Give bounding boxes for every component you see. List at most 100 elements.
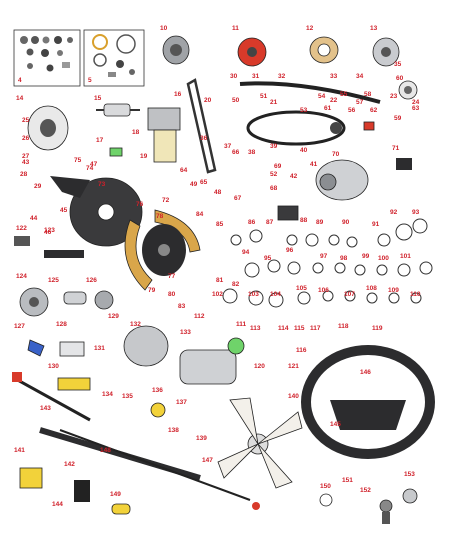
callout-103: 103	[248, 291, 259, 298]
kit-4-label: 4	[18, 77, 22, 84]
callout-10: 10	[160, 25, 168, 32]
yellow-battery-terminal[interactable]	[19, 467, 43, 489]
callout-65: 65	[200, 179, 208, 186]
callout-40: 40	[300, 147, 308, 154]
callout-49: 49	[190, 181, 198, 188]
gasket-plate[interactable]	[59, 341, 85, 357]
callout-82: 82	[232, 281, 240, 288]
green-connector[interactable]	[109, 147, 123, 157]
brake-pad[interactable]	[44, 250, 84, 258]
kit-5-parts	[92, 34, 136, 77]
callout-133: 133	[180, 329, 191, 336]
callout-137: 137	[176, 399, 187, 406]
fuel-water-separator[interactable]	[147, 107, 181, 163]
callout-24: 24	[412, 99, 420, 106]
callout-94: 94	[242, 249, 250, 256]
callout-70: 70	[332, 151, 340, 158]
serpentine-belt[interactable]	[246, 110, 346, 146]
callout-13: 13	[370, 25, 378, 32]
callout-149: 149	[110, 491, 121, 498]
callout-122: 122	[16, 225, 27, 232]
ground-strap[interactable]	[39, 427, 201, 481]
callout-100: 100	[378, 255, 389, 262]
glow-plug-relay[interactable]	[277, 205, 299, 221]
callout-41: 41	[310, 161, 318, 168]
callout-51: 51	[260, 93, 268, 100]
air-filter-small[interactable]	[309, 36, 339, 64]
callout-91: 91	[372, 221, 380, 228]
blue-cap[interactable]	[27, 339, 45, 357]
callout-54: 54	[318, 93, 326, 100]
ignition-switch[interactable]	[330, 122, 342, 134]
battery-cable-long[interactable]	[59, 429, 260, 510]
cooling-fan[interactable]	[217, 397, 303, 489]
bracket-clip[interactable]	[14, 236, 30, 246]
callout-59: 59	[394, 115, 402, 122]
battery-cable-red[interactable]	[12, 372, 91, 422]
drive-belt[interactable]	[186, 78, 217, 174]
callout-147: 147	[202, 457, 213, 464]
clutch-disc[interactable]	[69, 177, 143, 247]
spring-clip[interactable]	[74, 480, 90, 502]
kit-4-parts	[20, 36, 73, 72]
yellow-tube[interactable]	[111, 503, 131, 515]
inline-fuel-filter[interactable]	[96, 103, 140, 117]
tie-rod-end[interactable]	[402, 488, 418, 504]
callout-115: 115	[294, 325, 305, 332]
alternator[interactable]	[315, 159, 369, 201]
callout-92: 92	[390, 209, 398, 216]
brake-backing-plate[interactable]	[142, 224, 186, 276]
callout-102: 102	[212, 291, 223, 298]
callout-61: 61	[324, 105, 332, 112]
red-rocker-switch[interactable]	[363, 121, 375, 131]
washers-and-bearings[interactable]	[222, 218, 433, 308]
red-fuel-filter[interactable]	[237, 37, 267, 67]
callout-48: 48	[214, 189, 222, 196]
callout-43: 43	[22, 159, 30, 166]
callout-29: 29	[34, 183, 42, 190]
grease-fitting[interactable]	[319, 493, 333, 507]
steering-wheel[interactable]	[301, 345, 435, 459]
callout-46: 46	[44, 229, 52, 236]
fuel-hose[interactable]	[239, 81, 381, 104]
ball-joint[interactable]	[379, 499, 393, 524]
callout-85: 85	[216, 221, 224, 228]
callout-31: 31	[252, 73, 260, 80]
yellow-washer-large[interactable]	[150, 402, 166, 418]
callout-52: 52	[270, 171, 278, 178]
filter-cap[interactable]	[398, 80, 418, 100]
brake-shoe-left[interactable]	[124, 219, 153, 291]
callout-139: 139	[196, 435, 207, 442]
hydraulic-filter[interactable]	[372, 37, 400, 67]
callout-90: 90	[342, 219, 350, 226]
callout-18: 18	[132, 129, 140, 136]
flywheel-coupling[interactable]	[19, 287, 49, 317]
oil-filter[interactable]	[162, 35, 190, 65]
starter-motor[interactable]	[179, 349, 237, 385]
callout-71: 71	[392, 145, 400, 152]
callout-19: 19	[140, 153, 148, 160]
callout-134: 134	[102, 391, 113, 398]
universal-joint[interactable]	[63, 291, 87, 305]
callout-83: 83	[178, 303, 186, 310]
callout-151: 151	[342, 477, 353, 484]
callout-67: 67	[234, 195, 242, 202]
air-filter-element[interactable]	[27, 105, 69, 151]
relay[interactable]	[396, 158, 412, 170]
callout-27: 27	[22, 153, 30, 160]
warning-decal[interactable]	[57, 377, 91, 391]
kit-4-seal-kit[interactable]: 4	[13, 29, 81, 87]
lever-arm[interactable]	[50, 176, 90, 198]
callout-128: 128	[56, 321, 67, 328]
green-cap[interactable]	[227, 337, 245, 355]
callout-14: 14	[16, 95, 24, 102]
callout-86: 86	[248, 219, 256, 226]
kit-5-gasket-kit[interactable]: 5	[83, 29, 145, 87]
callout-98: 98	[340, 255, 348, 262]
callout-72: 72	[162, 197, 170, 204]
starter-alternator[interactable]	[123, 325, 169, 367]
shaft-collar[interactable]	[94, 290, 114, 310]
callout-153: 153	[404, 471, 415, 478]
